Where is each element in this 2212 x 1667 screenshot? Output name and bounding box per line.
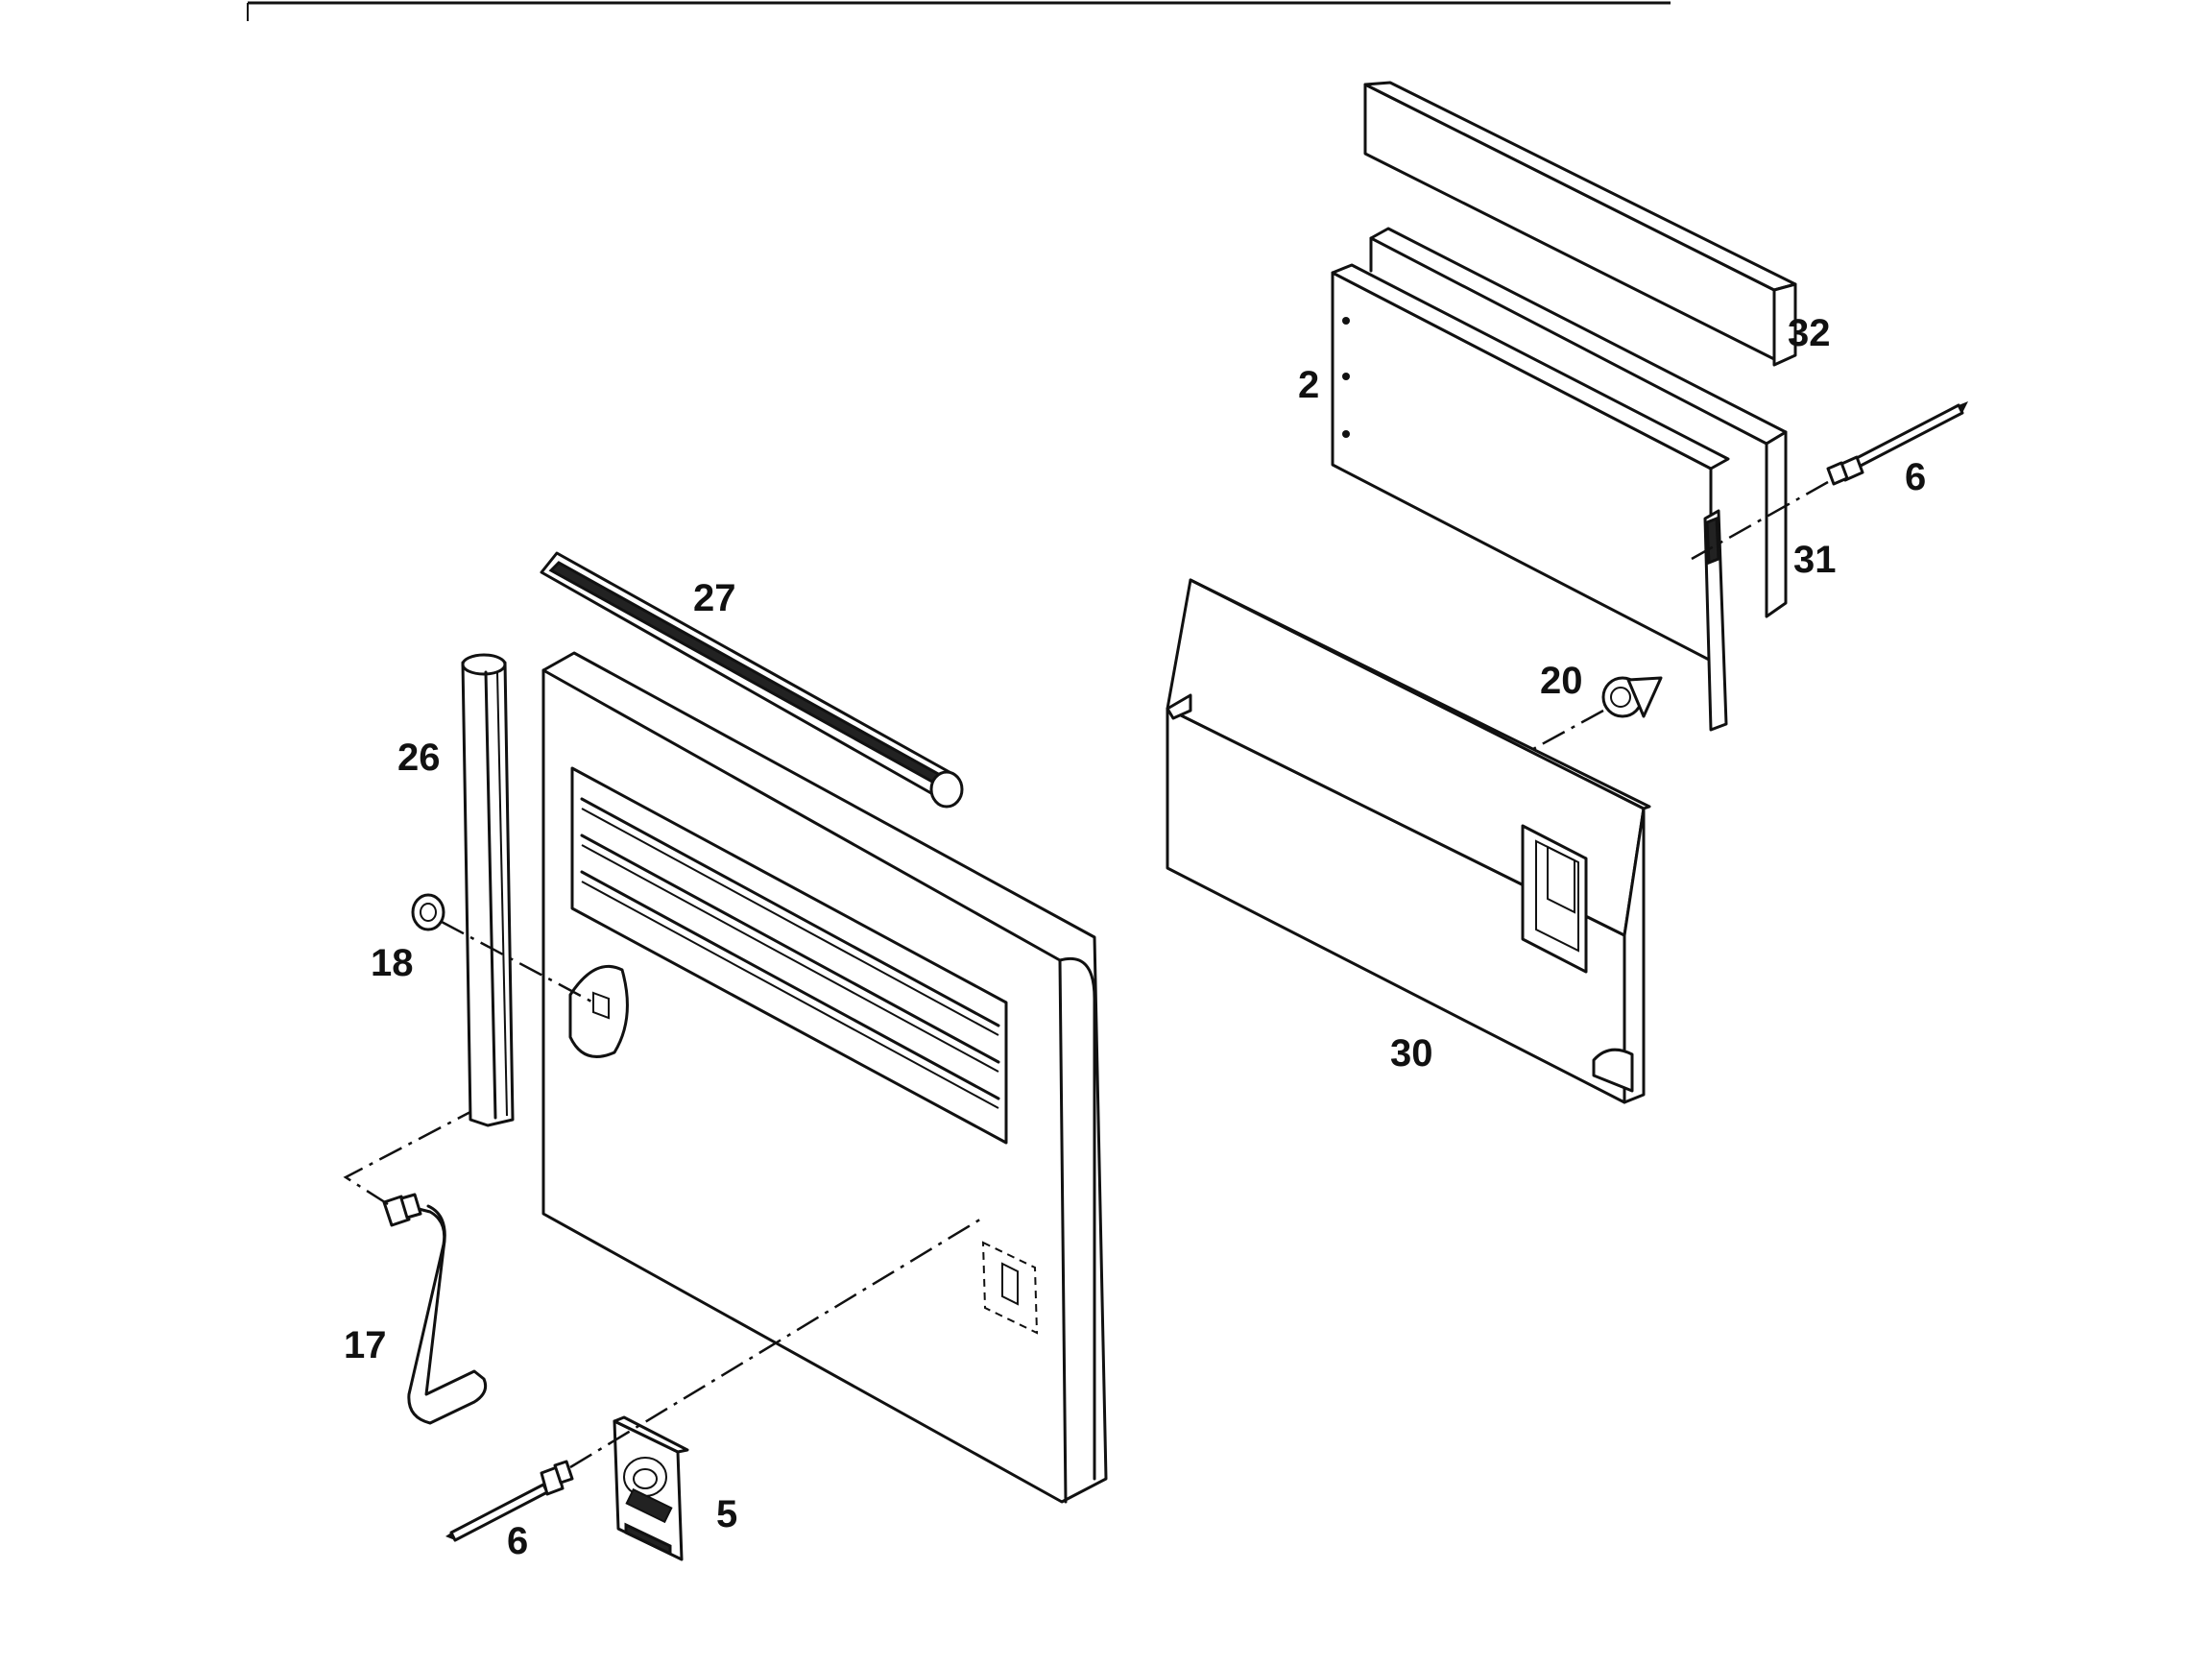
part-31-middle-block <box>1369 227 1788 618</box>
callout-30: 30 <box>1390 1032 1433 1075</box>
callout-31: 31 <box>1793 539 1837 581</box>
part-5-latch-plate <box>613 1415 689 1561</box>
handle-recess <box>981 1241 1039 1335</box>
callout-6-left: 6 <box>507 1520 528 1562</box>
part-6-right-pin <box>1826 401 1968 486</box>
leader-6-right <box>1691 480 1829 561</box>
callout-17: 17 <box>344 1324 387 1366</box>
callout-26: 26 <box>397 737 441 779</box>
part-17-crank-handle <box>382 1193 488 1425</box>
leader-17 <box>343 1110 471 1206</box>
hinge-strip <box>1703 509 1728 732</box>
part-18-washer <box>411 893 445 931</box>
hinge-cutout <box>568 964 629 1058</box>
callout-5: 5 <box>716 1493 737 1535</box>
front-door-panel <box>541 651 1108 1504</box>
callout-2: 2 <box>1298 364 1319 406</box>
part-20-knob <box>1601 676 1663 718</box>
part-27-top-trim <box>540 551 964 809</box>
part-6-left-pin <box>445 1460 574 1542</box>
vent-louvers <box>570 766 1008 1145</box>
callout-20: 20 <box>1540 660 1583 702</box>
part-2-back-panel <box>1331 263 1730 663</box>
callout-27: 27 <box>693 577 736 619</box>
callout-6-right: 6 <box>1905 456 1926 498</box>
part-30-door-liner <box>1166 578 1651 1104</box>
leader-20 <box>1522 709 1604 757</box>
leader-6-left <box>569 1216 984 1469</box>
callout-18: 18 <box>371 942 414 984</box>
part-32-top-block <box>1363 81 1797 367</box>
leader-18 <box>441 920 594 1004</box>
part-26-hinge-rod <box>461 653 515 1127</box>
callout-32: 32 <box>1788 312 1831 354</box>
